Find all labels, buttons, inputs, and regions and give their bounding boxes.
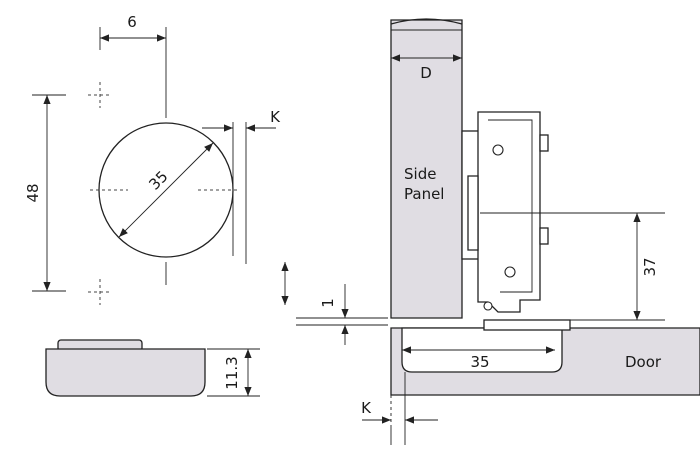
hinge-cup-flange [483,319,571,331]
k-bottom-label: K [361,399,372,417]
section-view: Side Panel D Door 37 [281,18,700,445]
dim-11-3-label: 11.3 [223,356,241,389]
dim-35-diameter-line [118,142,214,238]
hinge-pin-2 [504,266,516,278]
side-panel-label-2: Panel [404,185,444,203]
dim-1-label: 1 [319,298,337,308]
dim-35-bottom-label: 35 [470,353,489,371]
screw-hole-top-mark [88,82,112,108]
cup-side-view: 11.3 [45,339,260,397]
cup-body [45,348,206,397]
dim-37-label: 37 [641,257,659,276]
hinge-screw-2 [539,227,549,245]
hinge-knuckle [483,301,493,311]
hinge-arm-inner [488,119,533,293]
hinge-screw-1 [539,134,549,152]
side-panel-label-1: Side [404,165,436,183]
screw-hole-bottom-mark [88,279,112,305]
dim-48-label: 48 [24,183,42,202]
k-top-label: K [270,108,281,126]
door-label: Door [625,353,662,371]
dim-6-label: 6 [127,13,137,31]
hinge-arm [461,111,549,313]
mounting-plate-lip [467,175,479,251]
cup-top-view: 6 48 35 K [24,13,281,305]
dim-d-label: D [420,64,432,82]
hinge-pin-1 [492,144,504,156]
hinge-arm-body [477,111,541,313]
side-panel-break-curve [390,18,463,25]
